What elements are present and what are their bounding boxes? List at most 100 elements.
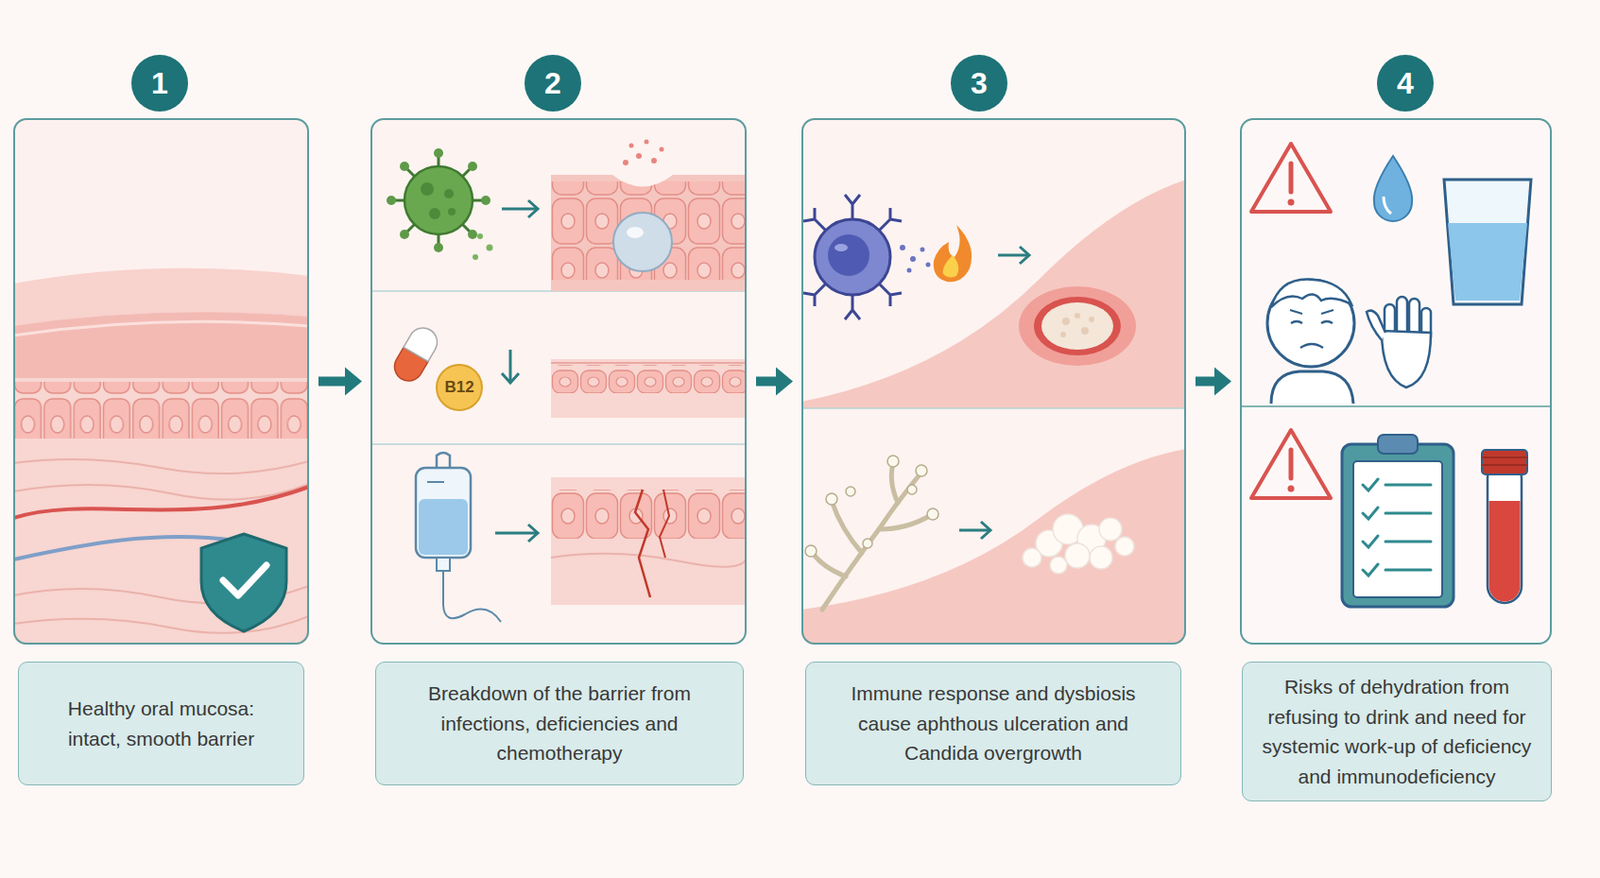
ulcer-candida-illustration-part <box>801 118 1187 645</box>
risks-illustration-part <box>1288 199 1295 207</box>
caption-box: Risks of dehydration from refusing to dr… <box>1241 661 1552 802</box>
risks-illustration-part <box>1366 296 1431 388</box>
ulcer-candida-illustration-part-part <box>899 244 906 251</box>
ulcer-candida-illustration-part-part <box>926 262 931 268</box>
risks-illustration-part-part <box>1362 564 1378 576</box>
ulcer-candida-illustration <box>801 118 1187 645</box>
barrier-breakdown-illustration-part <box>386 148 491 253</box>
barrier-breakdown-illustration-part <box>550 359 747 418</box>
step-panel: 3 <box>801 118 1187 645</box>
risks-illustration-part <box>1481 456 1528 459</box>
ulcer-candida-illustration-part-part <box>1022 548 1042 568</box>
barrier-breakdown-illustration-part <box>415 467 471 558</box>
risks-illustration-part <box>1300 344 1324 348</box>
ulcer-candida-illustration-part-part <box>803 207 826 231</box>
ulcer-candida-illustration-part <box>943 255 960 278</box>
ulcer-candida-illustration-part <box>1033 296 1121 356</box>
barrier-breakdown-illustration-part <box>626 226 644 239</box>
ulcer-candida-illustration-part-part <box>927 508 939 520</box>
healthy-mucosa-illustration-part <box>13 459 310 474</box>
risks-illustration-part <box>1321 321 1333 324</box>
barrier-breakdown-illustration-part-part <box>403 323 443 362</box>
ulcer-candida-illustration-part <box>980 521 991 539</box>
healthy-mucosa-illustration-part <box>223 565 267 596</box>
barrier-breakdown-illustration-part <box>436 364 482 411</box>
barrier-breakdown-illustration-part <box>550 553 747 568</box>
barrier-breakdown-illustration-part-part <box>636 153 642 159</box>
risks-illustration-part <box>1374 155 1412 222</box>
step-panel: 1 <box>13 118 310 645</box>
barrier-breakdown-illustration-part-part <box>629 143 635 149</box>
risks-illustration-part <box>1447 223 1528 301</box>
ulcer-candida-illustration-part <box>805 455 939 557</box>
risks-illustration <box>1239 118 1552 645</box>
ulcer-candida-illustration-part-part <box>1060 331 1067 338</box>
risks-illustration-part <box>1489 500 1521 603</box>
step-arrow <box>756 367 793 396</box>
barrier-breakdown-illustration-part-part <box>481 195 491 206</box>
ulcer-candida-illustration-part <box>1018 286 1136 366</box>
risks-illustration-part <box>1289 163 1294 192</box>
risks-illustration-part <box>1290 309 1334 314</box>
barrier-breakdown-illustration-part <box>486 244 494 252</box>
caption-text: Breakdown of the barrier from infections… <box>387 678 732 769</box>
risks-illustration-part <box>1377 434 1418 454</box>
barrier-breakdown-illustration-part <box>393 154 484 246</box>
barrier-breakdown-illustration-part <box>404 166 473 235</box>
risks-illustration-part-part <box>1381 330 1431 388</box>
barrier-breakdown-illustration-part <box>447 207 456 216</box>
ulcer-candida-illustration-part-part <box>1065 543 1090 568</box>
ulcer-candida-illustration-part-part <box>803 283 826 307</box>
risks-illustration-part <box>1271 371 1354 404</box>
risks-illustration-part <box>1481 464 1528 466</box>
barrier-breakdown-illustration-part <box>443 570 501 622</box>
barrier-breakdown-illustration-part-part <box>651 157 657 164</box>
barrier-breakdown-illustration-part <box>635 489 651 598</box>
ulcer-candida-illustration-part-part <box>825 493 838 505</box>
ulcer-candida-illustration-part-part <box>887 455 899 467</box>
barrier-breakdown-illustration-part <box>370 443 747 446</box>
barrier-breakdown-illustration-part <box>389 323 443 387</box>
step-number: 4 <box>1376 54 1434 112</box>
healthy-mucosa-illustration-part <box>201 533 287 632</box>
risks-illustration-part <box>1362 479 1431 576</box>
healthy-mucosa-illustration-part <box>13 311 310 645</box>
healthy-mucosa-illustration-part <box>13 381 310 439</box>
vitamin-label: B12 <box>444 378 474 397</box>
risks-illustration-part <box>1271 279 1352 308</box>
ulcer-candida-illustration-part-part <box>844 294 861 320</box>
barrier-breakdown-illustration-part <box>528 524 538 542</box>
ulcer-candida-illustration-part-part <box>805 545 817 557</box>
risks-illustration-part <box>1251 143 1331 212</box>
barrier-breakdown-illustration-part <box>501 373 519 383</box>
barrier-breakdown-illustration-part <box>420 182 434 196</box>
ulcer-candida-illustration-part-part <box>1081 326 1089 335</box>
ulcer-candida-illustration-part-part <box>844 194 861 220</box>
barrier-breakdown-illustration-part-part <box>399 161 410 172</box>
barrier-breakdown-illustration-part <box>477 233 483 240</box>
ulcer-candida-illustration-part <box>803 194 902 320</box>
healthy-mucosa-illustration-part <box>13 268 310 645</box>
ulcer-candida-illustration-part <box>959 529 990 533</box>
barrier-breakdown-illustration-part <box>550 361 747 364</box>
ulcer-candida-illustration-part <box>899 244 931 274</box>
ulcer-candida-illustration-part <box>834 243 848 252</box>
ulcer-candida-illustration-part-part <box>845 486 856 497</box>
risks-illustration-part <box>1288 485 1295 493</box>
barrier-breakdown-illustration-part <box>370 118 747 645</box>
healthy-mucosa-illustration-part <box>13 483 310 500</box>
ulcer-candida-illustration-part-part <box>1099 517 1122 541</box>
risks-illustration-part-part <box>1385 568 1431 572</box>
caption-text: Healthy oral mucosa: intact, smooth barr… <box>47 693 276 754</box>
healthy-mucosa-illustration-part <box>13 118 310 645</box>
risks-illustration-part-part <box>1362 479 1378 491</box>
ulcer-candida-illustration-part-part <box>920 247 926 253</box>
ulcer-candida-illustration-part-part <box>1062 317 1070 326</box>
healthy-mucosa-illustration-part <box>13 486 310 518</box>
barrier-breakdown-illustration-part <box>472 254 479 260</box>
step-number: 1 <box>131 54 189 112</box>
risks-illustration-part-part <box>1362 535 1378 548</box>
risks-illustration-part-part <box>1366 310 1386 341</box>
caption-text: Risks of dehydration from refusing to dr… <box>1248 671 1546 792</box>
